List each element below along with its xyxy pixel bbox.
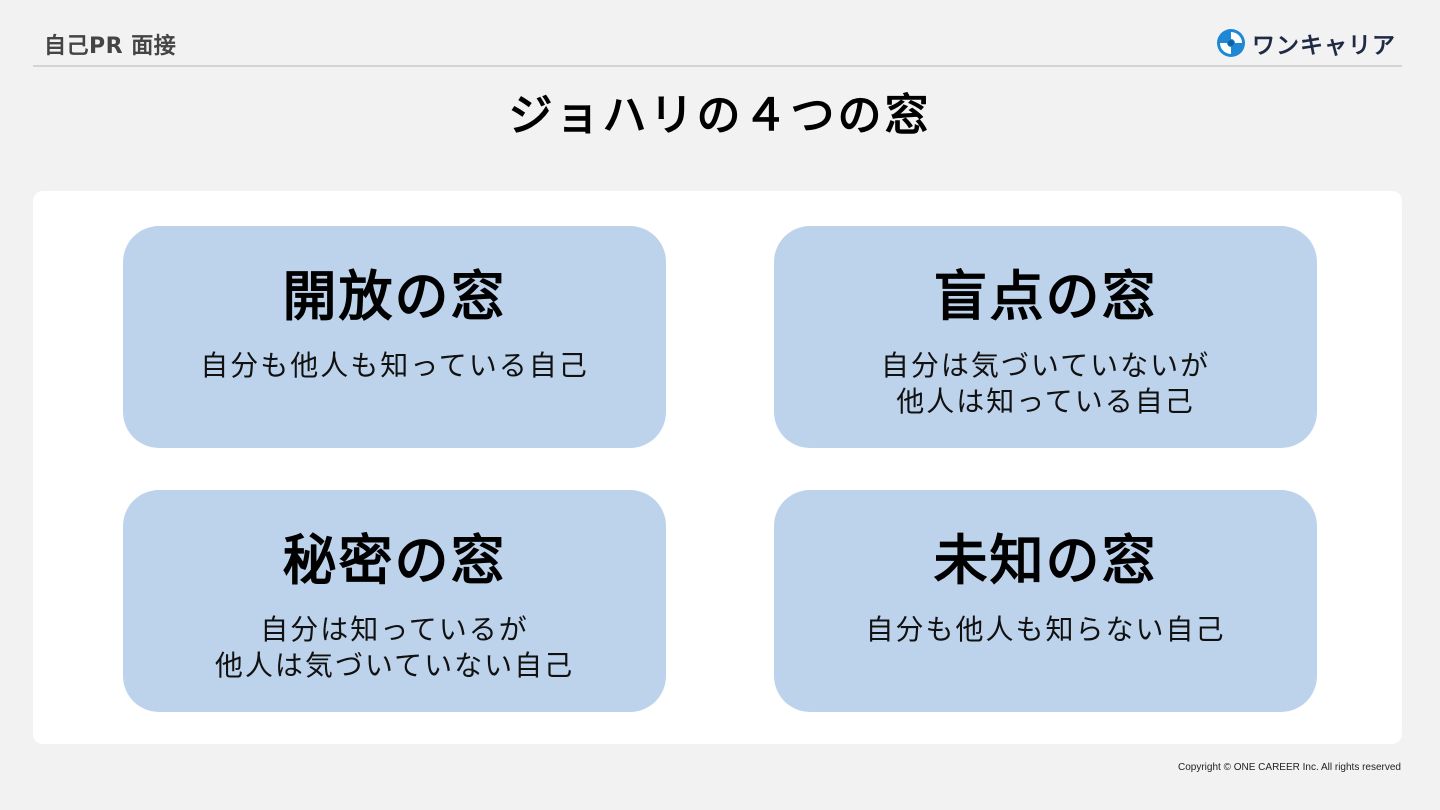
window-card-open: 開放の窓 自分も他人も知っている自己	[123, 226, 666, 448]
window-title: 盲点の窓	[933, 265, 1158, 328]
company-logo[interactable]: ワンキャリア	[1216, 26, 1396, 60]
window-card-unknown: 未知の窓 自分も他人も知らない自己	[774, 490, 1317, 712]
window-card-hidden: 秘密の窓 自分は知っているが 他人は気づいていない自己	[123, 490, 666, 712]
window-title: 開放の窓	[282, 265, 507, 328]
window-description: 自分は気づいていないが 他人は知っている自己	[774, 348, 1317, 420]
window-description: 自分も他人も知らない自己	[774, 612, 1317, 648]
window-description-line: 他人は気づいていない自己	[214, 649, 575, 682]
window-description-line: 自分も他人も知っている自己	[200, 349, 589, 382]
window-title: 秘密の窓	[282, 529, 507, 592]
slide-title: ジョハリの４つの窓	[508, 90, 932, 141]
section-title: 自己PR 面接	[44, 34, 177, 59]
window-description: 自分は知っているが 他人は気づいていない自己	[123, 612, 666, 684]
swirl-logo-icon	[1217, 29, 1245, 57]
window-description-line: 自分も他人も知らない自己	[865, 613, 1226, 646]
window-description-line: 他人は知っている自己	[896, 385, 1195, 418]
window-title: 未知の窓	[933, 529, 1158, 592]
content-panel: 開放の窓 自分も他人も知っている自己 盲点の窓 自分は気づいていないが 他人は知…	[33, 191, 1402, 744]
header-divider	[33, 65, 1402, 67]
window-description-line: 自分は知っているが	[260, 613, 529, 646]
copyright-notice: Copyright © ONE CAREER Inc. All rights r…	[1178, 762, 1401, 773]
logo-text: ワンキャリア	[1252, 33, 1396, 59]
window-description-line: 自分は気づいていないが	[880, 349, 1211, 382]
window-card-blind: 盲点の窓 自分は気づいていないが 他人は知っている自己	[774, 226, 1317, 448]
window-description: 自分も他人も知っている自己	[123, 348, 666, 384]
